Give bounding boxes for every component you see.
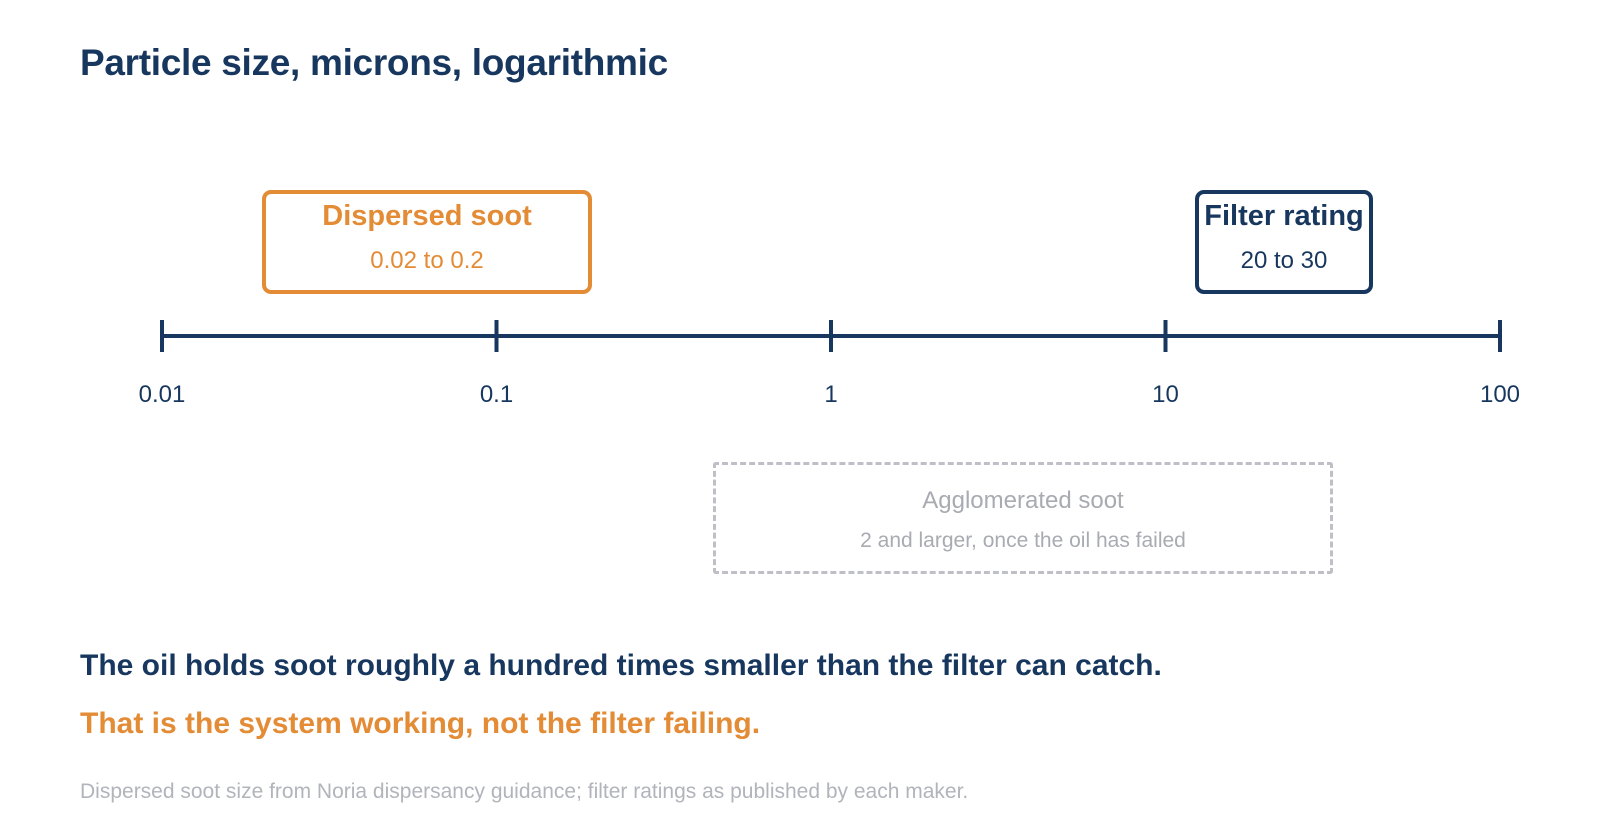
dispersed-soot-label: Dispersed soot: [322, 200, 532, 232]
subline: That is the system working, not the filt…: [80, 707, 761, 740]
dispersed-soot-range: 0.02 to 0.2: [370, 247, 484, 274]
source-note: Dispersed soot size from Noria dispersan…: [80, 780, 969, 803]
agglomerated-soot-range: 2 and larger, once the oil has failed: [860, 529, 1186, 552]
page-title: Particle size, microns, logarithmic: [80, 42, 668, 83]
axis-tick-label: 0.1: [480, 381, 513, 408]
headline: The oil holds soot roughly a hundred tim…: [80, 649, 1162, 682]
log-scale-axis: 0.01 0.1 1 10 100: [139, 320, 1520, 408]
axis-tick-label: 1: [824, 381, 837, 408]
filter-rating-box: Filter rating 20 to 30: [1195, 190, 1373, 294]
dispersed-soot-box: Dispersed soot 0.02 to 0.2: [262, 190, 592, 294]
axis-tick-label: 0.01: [139, 381, 186, 408]
axis-tick-label: 10: [1152, 381, 1179, 408]
agglomerated-soot-label: Agglomerated soot: [922, 487, 1124, 514]
agglomerated-soot-box: Agglomerated soot 2 and larger, once the…: [713, 462, 1333, 574]
axis-tick-label: 100: [1480, 381, 1520, 408]
filter-rating-range: 20 to 30: [1240, 247, 1328, 274]
filter-rating-label: Filter rating: [1204, 200, 1364, 232]
